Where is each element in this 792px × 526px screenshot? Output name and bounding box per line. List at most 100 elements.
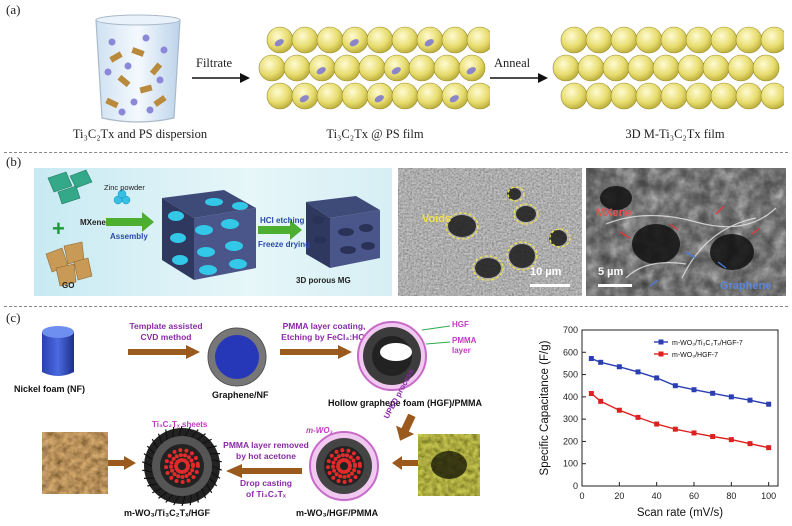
data-point xyxy=(598,398,604,404)
data-point xyxy=(766,401,772,407)
panel-b-label: (b) xyxy=(6,154,22,169)
data-point xyxy=(691,387,697,393)
mxene-text: MXene xyxy=(80,218,106,227)
pmma-arrow xyxy=(280,345,352,359)
data-point xyxy=(635,414,641,420)
x-axis-label: Scan rate (mV/s) xyxy=(637,507,723,519)
y-tick-label: 200 xyxy=(563,436,578,446)
hollow-graphene-foam-tube xyxy=(357,321,427,391)
divider-a-b xyxy=(4,152,788,153)
beaker-illustration xyxy=(95,14,181,123)
caption-dispersion: Ti₃C₂Tx and PS dispersion xyxy=(72,127,208,141)
data-point xyxy=(691,430,697,436)
y-tick-label: 600 xyxy=(563,347,578,357)
mxene-sem-label: MXene xyxy=(596,207,632,219)
svg-text:+: + xyxy=(52,216,65,241)
3d-porous-mg-text: 3D porous MG xyxy=(296,276,351,285)
freeze-drying-text: Freeze drying xyxy=(258,240,311,249)
data-point xyxy=(616,407,622,413)
sem-image-mxene-graphene xyxy=(586,168,786,296)
x-tick-label: 100 xyxy=(761,491,776,501)
series-line-1 xyxy=(590,392,769,449)
pmma-tag-line1: PMMA xyxy=(452,336,477,345)
cvd-arrow xyxy=(128,345,200,359)
data-point xyxy=(654,421,660,427)
legend-marker xyxy=(658,339,664,345)
data-point xyxy=(616,364,622,370)
filtrate-arrow xyxy=(192,73,250,83)
caption-3d-film: 3D M-Ti₃C₂Tx film xyxy=(625,127,725,141)
assembly-text: Assembly xyxy=(110,232,148,241)
scale-bar-5um: 5 µm xyxy=(598,266,624,278)
data-point xyxy=(654,375,660,381)
anneal-label: Anneal xyxy=(494,56,531,70)
drop-step-line2: of Ti₃C₂Tₓ xyxy=(246,489,286,499)
data-point xyxy=(588,391,594,397)
y-tick-label: 700 xyxy=(563,325,578,335)
drop-casting-arrow xyxy=(226,464,302,478)
drop-step-line1: Drop casting xyxy=(240,478,292,488)
mwo3-hgf-pmma-tube xyxy=(309,431,379,501)
cvd-step-line2: CVD method xyxy=(140,332,192,342)
legend-label: m-WO₃/Ti₃C₂Tₓ/HGF-7 xyxy=(672,340,743,347)
sem-arrow-yellow xyxy=(392,456,418,470)
ti3c2tx-ps-film-illustration xyxy=(258,26,490,110)
uped-down-arrow xyxy=(396,414,416,441)
data-point xyxy=(728,394,734,400)
mg-schematic-shapes: + xyxy=(45,169,380,287)
nickel-foam-label: Nickel foam (NF) xyxy=(14,384,86,394)
sem-image-voids xyxy=(398,168,582,296)
sem-small-orange xyxy=(42,432,108,494)
data-point xyxy=(747,441,753,447)
data-point xyxy=(766,445,772,451)
intermediate-product-label: m-WO₃/HGF/PMMA xyxy=(296,508,379,518)
y-axis-label: Specific Capacitance (F/g) xyxy=(539,340,551,475)
voids-label: Voids xyxy=(422,213,452,225)
data-point xyxy=(635,369,641,375)
mwo3-tag: m-WO₃ xyxy=(306,426,333,435)
scale-bar-10um: 10 µm xyxy=(530,266,562,278)
hcl-etching-text: HCl etching xyxy=(260,216,305,225)
data-point xyxy=(728,437,734,443)
final-product-label: m-WO₃/Ti₃C₂Tₓ/HGF xyxy=(124,508,210,518)
data-point xyxy=(672,426,678,432)
caption-ps-film: Ti₃C₂Tx @ PS film xyxy=(326,127,424,141)
hgf-tag: HGF xyxy=(452,320,469,329)
pmma-step-line2: Etching by FeCl₃:HCl xyxy=(281,332,367,342)
divider-b-c xyxy=(4,306,788,307)
x-tick-label: 60 xyxy=(689,491,699,501)
mwo3-ti3c2tx-hgf-tube xyxy=(141,426,223,506)
data-point xyxy=(588,356,594,362)
sem-arrow-orange xyxy=(108,456,136,470)
graphene-nf-cylinder xyxy=(207,327,267,387)
y-tick-label: 300 xyxy=(563,414,578,424)
hgf-pmma-label: Hollow graphene foam (HGF)/PMMA xyxy=(328,398,482,408)
pmma-tag-line2: layer xyxy=(452,346,471,355)
remove-step-line1: PMMA layer removed xyxy=(223,440,309,450)
go-text: GO xyxy=(62,281,75,290)
tag-leader-lines xyxy=(421,325,451,345)
legend-label: m-WO₃/HGF-7 xyxy=(672,352,718,359)
graphene-nf-label: Graphene/NF xyxy=(212,390,269,400)
y-tick-label: 500 xyxy=(563,370,578,380)
zinc-powder-text: Zinc powder xyxy=(104,183,145,192)
legend-marker xyxy=(658,351,664,357)
filtrate-label: Filtrate xyxy=(196,56,233,70)
graphene-sem-label: Graphene xyxy=(720,280,772,292)
data-point xyxy=(598,359,604,365)
x-tick-label: 40 xyxy=(652,491,662,501)
pmma-step-line1: PMMA layer coating, xyxy=(282,321,366,331)
anneal-arrow xyxy=(490,73,548,83)
ti3c2tx-sheets-tag: Ti₃C₂Tₓ sheets xyxy=(152,420,208,429)
panel-a-label: (a) xyxy=(6,2,21,17)
remove-step-line2: by hot acetone xyxy=(236,451,296,461)
y-tick-label: 400 xyxy=(563,392,578,402)
data-point xyxy=(710,390,716,396)
3d-m-ti3c2tx-film-illustration xyxy=(552,26,784,110)
data-point xyxy=(672,383,678,389)
sem-small-yellow xyxy=(418,434,480,496)
cvd-step-line1: Template assisted xyxy=(129,321,203,331)
y-tick-label: 100 xyxy=(563,459,578,469)
